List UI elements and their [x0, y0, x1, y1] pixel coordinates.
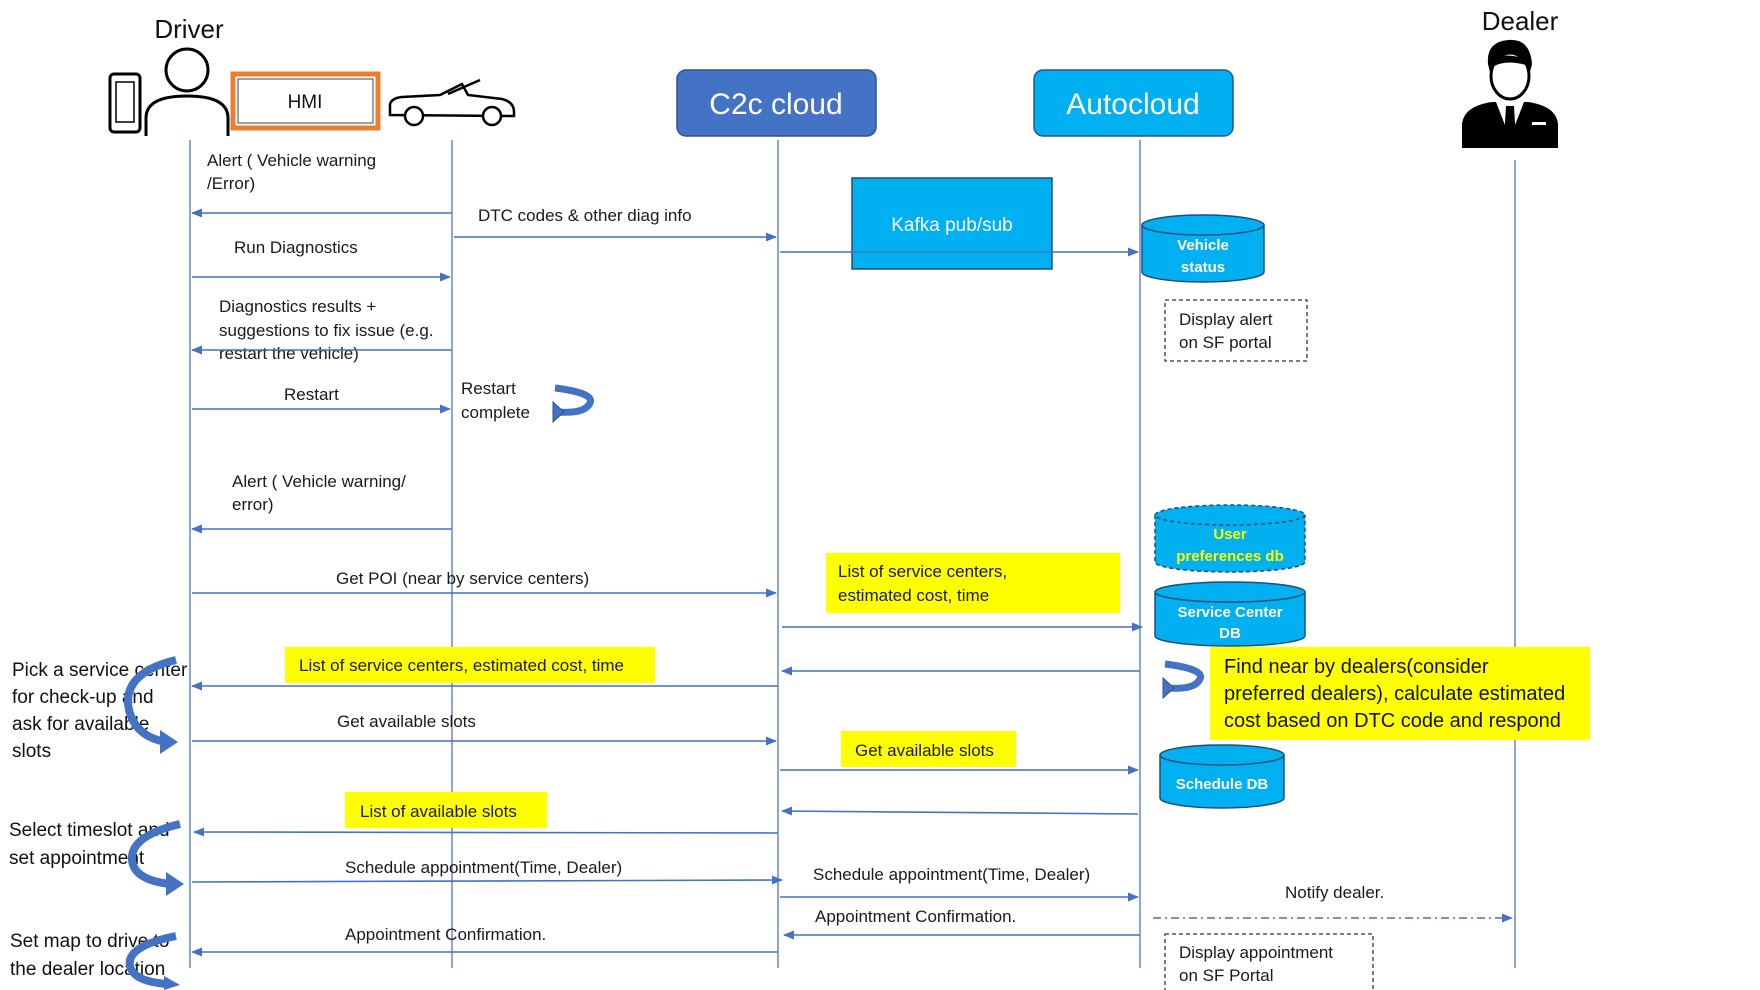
- alert1-line2: /Error): [207, 174, 255, 193]
- message-dtc: DTC codes & other diag info: [454, 206, 778, 242]
- highlight-find-dealers: [1210, 647, 1590, 740]
- curved-arrow-icon: [127, 820, 184, 896]
- person-icon: [144, 47, 230, 136]
- message-notify-dealer: Notify dealer.: [1153, 883, 1514, 923]
- note-appointment-portal: Display appointment on SF Portal: [1164, 933, 1374, 990]
- message-find-dealers: Find near by dealers(consider preferred …: [1224, 656, 1565, 732]
- message-alert1: Alert ( Vehicle warning /Error): [190, 151, 452, 218]
- note-appt-line1: Display appointment: [1179, 943, 1333, 962]
- hmi-label: HMI: [288, 92, 323, 113]
- message-get-slots-driver: Get available slots: [192, 712, 778, 746]
- message-list-sc-c2c: List of service centers, estimated cost,…: [782, 562, 1144, 632]
- message-restart: Restart Restart complete: [192, 379, 530, 422]
- message-list-sc-driver: List of service centers, estimated cost,…: [190, 656, 778, 691]
- highlight-list-slots: [345, 792, 547, 828]
- schedule-driver-label: Schedule appointment(Time, Dealer): [345, 858, 622, 877]
- autocloud-box: Autocloud: [1033, 69, 1234, 137]
- get-poi-label: Get POI (near by service centers): [336, 569, 589, 588]
- get-slots-c2c-label: Get available slots: [855, 741, 994, 760]
- driver-action-pick: Pick a service center for check-up and a…: [12, 660, 188, 762]
- message-schedule-c2c: Schedule appointment(Time, Dealer): [780, 865, 1140, 902]
- list-sc-c2c-line2: estimated cost, time: [838, 586, 989, 605]
- message-confirm-driver: Appointment Confirmation.: [190, 925, 778, 957]
- car-icon: [388, 78, 516, 127]
- diag-results-line3: restart the vehicle): [219, 344, 359, 363]
- db-vehicle-line2: status: [1181, 259, 1225, 276]
- highlight-list-sc-driver: [285, 647, 655, 683]
- message-list-slots: List of available slots: [192, 802, 779, 837]
- restart-label: Restart: [284, 385, 339, 404]
- pick-line4: slots: [12, 741, 51, 762]
- db-service-line2: DB: [1219, 625, 1241, 642]
- alert2-line1: Alert ( Vehicle warning/: [232, 472, 406, 491]
- pick-line2: for check-up and: [12, 687, 154, 708]
- map-line1: Set map to drive to: [10, 931, 169, 952]
- kafka-label: Kafka pub/sub: [891, 215, 1012, 236]
- notify-dealer-label: Notify dealer.: [1285, 883, 1384, 902]
- select-line1: Select timeslot and: [9, 820, 170, 841]
- note-alert-line1: Display alert: [1179, 310, 1273, 329]
- message-schedule-response: [780, 806, 1139, 816]
- diag-results-line1: Diagnostics results +: [219, 297, 376, 316]
- alert2-line2: error): [232, 495, 274, 514]
- message-run-diagnostics: Run Diagnostics: [192, 238, 452, 282]
- dealer-icon: [1462, 39, 1558, 148]
- kafka-box: Kafka pub/sub: [851, 177, 1053, 270]
- hmi-box: HMI: [230, 71, 381, 131]
- c2c-cloud-box: C2c cloud: [676, 69, 877, 137]
- driver-title: Driver: [154, 14, 224, 44]
- db-schedule-label: Schedule DB: [1176, 776, 1269, 793]
- message-diagnostics-results: Diagnostics results + suggestions to fix…: [190, 297, 452, 363]
- driver-action-select: Select timeslot and set appointment: [9, 820, 170, 869]
- run-diag-label: Run Diagnostics: [234, 238, 358, 257]
- alert1-line1: Alert ( Vehicle warning: [207, 151, 376, 170]
- confirm-c2c-label: Appointment Confirmation.: [815, 907, 1016, 926]
- note-appt-line2: on SF Portal: [1179, 966, 1274, 985]
- message-confirm-c2c: Appointment Confirmation.: [782, 907, 1140, 940]
- db-service-center: Service Center DB: [1154, 581, 1306, 647]
- driver-action-map: Set map to drive to the dealer location: [10, 931, 169, 980]
- lifelines: [189, 140, 1516, 968]
- list-sc-c2c-line1: List of service centers,: [838, 562, 1007, 581]
- autocloud-label: Autocloud: [1066, 88, 1199, 121]
- restart-complete-line1: Restart: [461, 379, 516, 398]
- get-slots-driver-label: Get available slots: [337, 712, 476, 731]
- pick-line3: ask for available: [12, 714, 149, 735]
- curved-arrow-icon: [125, 932, 180, 990]
- curved-arrow-icon: [123, 656, 178, 754]
- find-dealers-line3: cost based on DTC code and respond: [1224, 710, 1561, 732]
- db-vehicle-line1: Vehicle: [1177, 237, 1229, 254]
- db-schedule: Schedule DB: [1159, 744, 1285, 809]
- restart-complete-line2: complete: [461, 403, 530, 422]
- message-schedule-driver: Schedule appointment(Time, Dealer): [191, 858, 784, 885]
- list-sc-driver-label: List of service centers, estimated cost,…: [299, 656, 624, 675]
- db-user-line1: User: [1213, 526, 1247, 543]
- select-line2: set appointment: [9, 848, 145, 869]
- list-slots-label: List of available slots: [360, 802, 517, 821]
- db-user-line2: preferences db: [1176, 548, 1284, 565]
- dealer-title: Dealer: [1482, 6, 1559, 36]
- phone-icon: [108, 72, 142, 134]
- schedule-c2c-label: Schedule appointment(Time, Dealer): [813, 865, 1090, 884]
- message-alert2: Alert ( Vehicle warning/ error): [190, 472, 452, 534]
- loop-arrow-icon: [552, 384, 594, 424]
- db-user-preferences: User preferences db: [1154, 504, 1306, 573]
- dtc-label: DTC codes & other diag info: [478, 206, 692, 225]
- highlight-list-sc-c2c: [826, 553, 1120, 613]
- loop-arrow-icon: [1162, 660, 1204, 700]
- find-dealers-line1: Find near by dealers(consider: [1224, 656, 1489, 678]
- highlight-get-slots-c2c: [841, 731, 1016, 767]
- confirm-driver-label: Appointment Confirmation.: [345, 925, 546, 944]
- diag-results-line2: suggestions to fix issue (e.g.: [219, 321, 434, 340]
- message-get-slots-c2c: Get available slots: [780, 741, 1140, 775]
- db-vehicle-status: Vehicle status: [1141, 214, 1265, 283]
- note-alert-line2: on SF portal: [1179, 333, 1272, 352]
- note-alert-portal: Display alert on SF portal: [1164, 299, 1308, 362]
- find-dealers-line2: preferred dealers), calculate estimated: [1224, 683, 1565, 705]
- c2c-cloud-label: C2c cloud: [709, 88, 842, 121]
- message-get-poi: Get POI (near by service centers): [192, 569, 778, 598]
- db-service-line1: Service Center: [1177, 604, 1282, 621]
